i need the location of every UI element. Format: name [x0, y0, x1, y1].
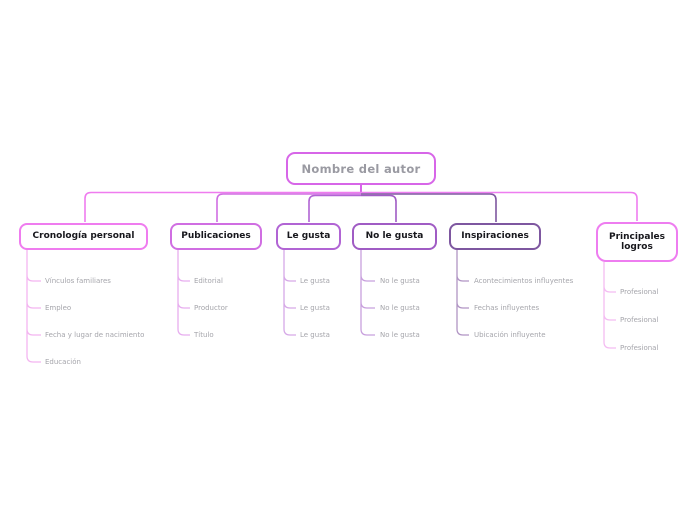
branch-node-le-gusta[interactable]: Le gusta [276, 223, 341, 250]
branch-node-publicaciones[interactable]: Publicaciones [170, 223, 262, 250]
connector-branch-6 [361, 191, 638, 221]
sub-item-productor[interactable]: Productor [194, 304, 228, 312]
sub-item-fechas-influyentes[interactable]: Fechas influyentes [474, 304, 540, 312]
subconnectors-branch-6 [603, 262, 616, 349]
branch-node-no-le-gusta[interactable]: No le gusta [352, 223, 437, 250]
sub-item-no-le-gusta-3[interactable]: No le gusta [380, 331, 420, 339]
connector-branch-3 [308, 194, 361, 222]
connector-branch-2 [216, 193, 361, 222]
branch-node-inspiraciones[interactable]: Inspiraciones [449, 223, 541, 250]
sub-item-le-gusta-1[interactable]: Le gusta [300, 277, 330, 285]
connector-branch-5 [361, 193, 497, 222]
sub-item-no-le-gusta-2[interactable]: No le gusta [380, 304, 420, 312]
connector-branch-4 [361, 194, 397, 222]
subconnectors-branch-3 [283, 250, 296, 336]
sub-item-fecha-y-lugar-de-nacimiento[interactable]: Fecha y lugar de nacimiento [45, 331, 145, 339]
sub-item-vinculos-familiares[interactable]: Vínculos familiares [45, 277, 111, 285]
subconnectors-branch-1 [26, 250, 41, 363]
sub-item-editorial[interactable]: Editorial [194, 277, 223, 285]
root-node-author-name[interactable]: Nombre del autor [286, 152, 436, 185]
subconnectors-branch-5 [456, 250, 469, 336]
sub-item-educacion[interactable]: Educación [45, 358, 81, 366]
branch-node-cronologia-personal[interactable]: Cronología personal [19, 223, 148, 250]
branch-node-principales-logros[interactable]: Principales logros [596, 222, 678, 262]
subconnectors-branch-2 [177, 250, 190, 336]
sub-item-le-gusta-2[interactable]: Le gusta [300, 304, 330, 312]
sub-item-no-le-gusta-1[interactable]: No le gusta [380, 277, 420, 285]
sub-item-titulo[interactable]: Título [194, 331, 214, 339]
sub-item-profesional-3[interactable]: Profesional [620, 344, 659, 352]
sub-item-profesional-1[interactable]: Profesional [620, 288, 659, 296]
sub-item-ubicacion-influyente[interactable]: Ubicación influyente [474, 331, 546, 339]
connector-branch-1 [84, 191, 361, 222]
sub-item-acontecimientos-influyentes[interactable]: Acontecimientos influyentes [474, 277, 574, 285]
sub-item-le-gusta-3[interactable]: Le gusta [300, 331, 330, 339]
sub-item-profesional-2[interactable]: Profesional [620, 316, 659, 324]
sub-item-empleo[interactable]: Empleo [45, 304, 72, 312]
subconnectors-branch-4 [360, 250, 375, 336]
